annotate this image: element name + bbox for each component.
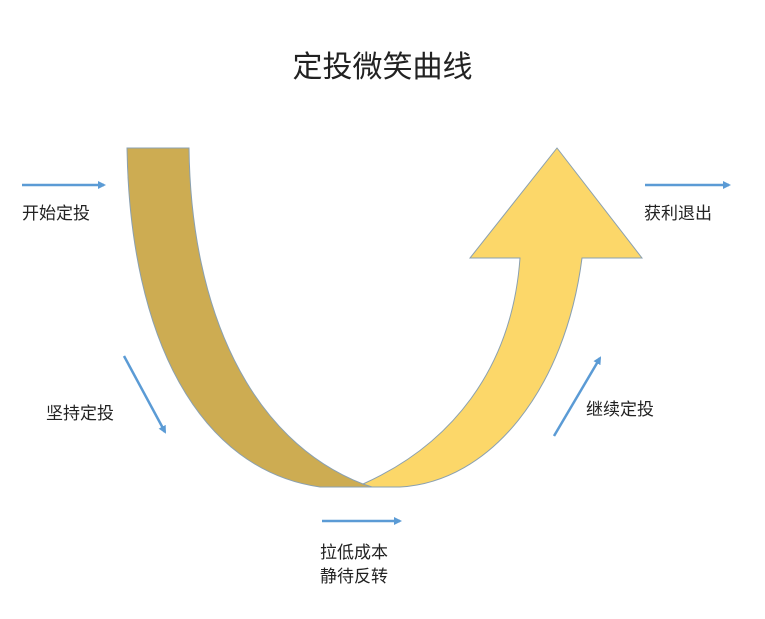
persist-pointer-arrow — [122, 355, 167, 434]
label-start: 开始定投 — [22, 204, 90, 224]
label-persist: 坚持定投 — [46, 404, 114, 424]
rising-arrow — [361, 147, 644, 488]
label-bottom-line2: 静待反转 — [320, 567, 388, 587]
diagram-title: 定投微笑曲线 — [292, 50, 473, 85]
label-bottom-line1: 拉低成本 — [320, 543, 388, 563]
label-exit: 获利退出 — [644, 204, 712, 224]
continue-pointer-arrow — [552, 356, 602, 437]
descending-band — [126, 147, 376, 488]
label-continue: 继续定投 — [586, 400, 654, 420]
